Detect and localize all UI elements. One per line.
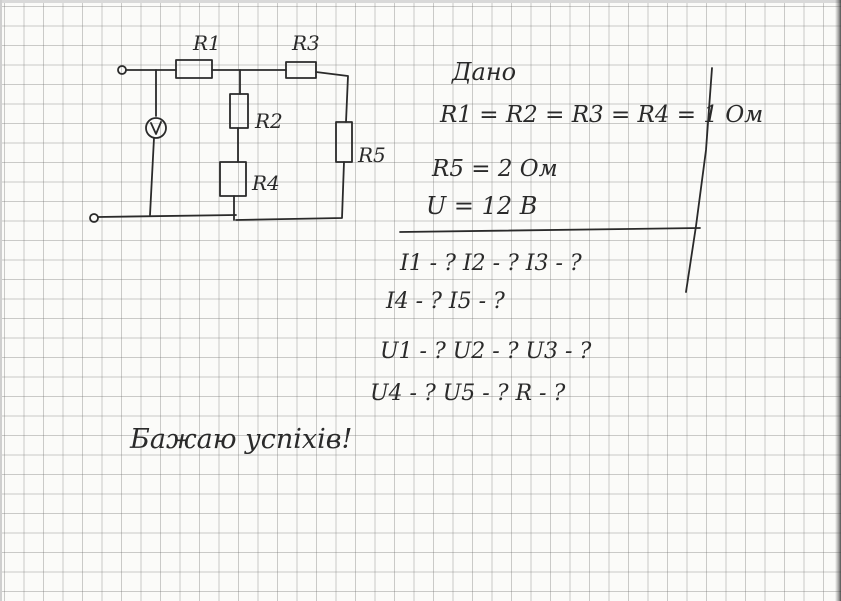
- bottom-terminal: [89, 213, 99, 223]
- resistor-r1: [175, 59, 213, 79]
- top-terminal: [117, 65, 127, 75]
- find-line-2: I4 - ? I5 - ?: [385, 289, 505, 314]
- find-line-3: U1 - ? U2 - ? U3 - ?: [380, 339, 591, 364]
- scan-edge-right: [835, 0, 841, 601]
- resistor-r2: [229, 93, 249, 129]
- resistor-r4: [219, 161, 247, 197]
- wire-r5-bottom: [235, 161, 345, 221]
- frame-horizontal-line: [399, 227, 701, 233]
- wire-bottom: [97, 214, 237, 218]
- voltmeter-circle: [145, 117, 167, 139]
- wire-voltmeter-bottom: [149, 137, 155, 216]
- resistor-r5: [335, 121, 353, 163]
- scan-edge-top: [0, 0, 841, 3]
- closing-wish: Бажаю успіхів!: [129, 424, 352, 455]
- given-line-1: R1 = R2 = R3 = R4 = 1 Ом: [439, 102, 763, 128]
- given-heading: Дано: [451, 58, 516, 86]
- label-r5: R5: [357, 143, 386, 167]
- frame-vertical-line: [685, 67, 713, 293]
- find-line-4: U4 - ? U5 - ? R - ?: [370, 381, 565, 406]
- circuit-diagram: [89, 59, 353, 223]
- scan-edge-left: [0, 0, 2, 601]
- label-r3: R3: [291, 31, 320, 55]
- label-r2: R2: [254, 109, 283, 133]
- given-line-2: R5 = 2 Ом: [431, 156, 558, 182]
- label-r4: R4: [251, 171, 280, 195]
- find-line-1: I1 - ? I2 - ? I3 - ?: [399, 251, 582, 276]
- label-r1: R1: [192, 31, 221, 55]
- wire-r3-r5: [315, 71, 349, 123]
- resistor-r3: [285, 61, 317, 79]
- given-line-3: U = 12 В: [426, 192, 537, 220]
- voltmeter-v-glyph: [150, 121, 162, 135]
